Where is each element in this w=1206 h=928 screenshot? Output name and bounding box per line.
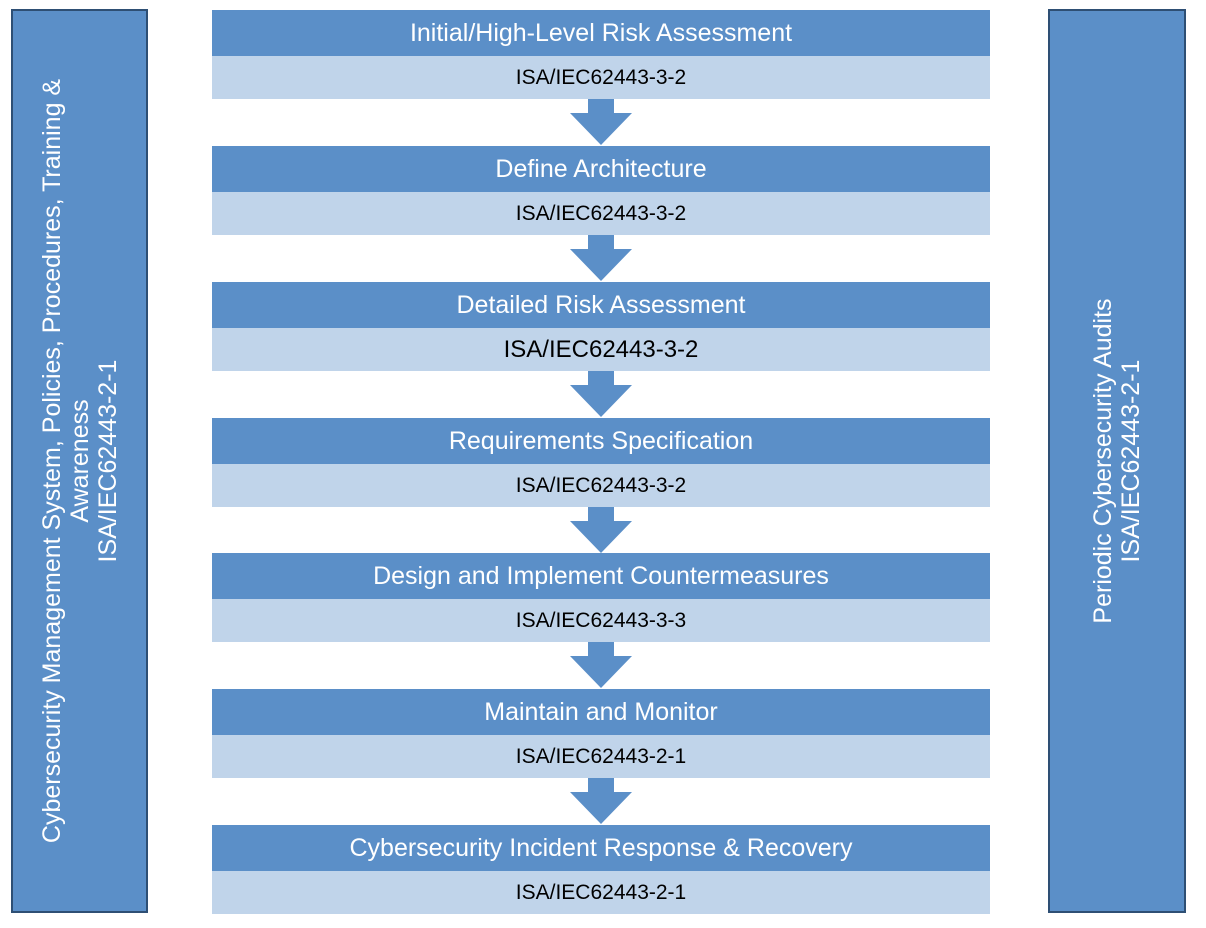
right-panel-line-2: ISA/IEC62443-2-1 [1117,359,1145,563]
step-title: Design and Implement Countermeasures [212,553,990,599]
step-maintain-monitor: Maintain and Monitor ISA/IEC62443-2-1 [212,689,990,778]
right-panel-text: Periodic Cybersecurity Audits ISA/IEC624… [1089,21,1145,901]
step-detailed-risk-assessment: Detailed Risk Assessment ISA/IEC62443-3-… [212,282,990,371]
down-arrow-icon [570,371,632,417]
step-standard: ISA/IEC62443-3-2 [212,328,990,371]
step-standard: ISA/IEC62443-3-3 [212,599,990,642]
down-arrow-icon [570,507,632,553]
left-panel-line-1: Cybersecurity Management System, Policie… [37,78,66,844]
step-standard: ISA/IEC62443-2-1 [212,871,990,914]
down-arrow-icon [570,99,632,145]
left-panel-line-2: Awareness [65,399,94,523]
step-title: Detailed Risk Assessment [212,282,990,328]
step-requirements-specification: Requirements Specification ISA/IEC62443-… [212,418,990,507]
step-title: Initial/High-Level Risk Assessment [212,10,990,56]
step-define-architecture: Define Architecture ISA/IEC62443-3-2 [212,146,990,235]
left-panel-management-system: Cybersecurity Management System, Policie… [11,9,148,913]
step-standard: ISA/IEC62443-3-2 [212,56,990,99]
right-panel-periodic-audits: Periodic Cybersecurity Audits ISA/IEC624… [1048,9,1186,913]
down-arrow-icon [570,235,632,281]
step-incident-response-recovery: Cybersecurity Incident Response & Recove… [212,825,990,914]
down-arrow-icon [570,642,632,688]
step-design-countermeasures: Design and Implement Countermeasures ISA… [212,553,990,642]
left-panel-text: Cybersecurity Management System, Policie… [38,21,122,901]
step-title: Maintain and Monitor [212,689,990,735]
left-panel-line-3: ISA/IEC62443-2-1 [93,359,122,563]
step-standard: ISA/IEC62443-3-2 [212,464,990,507]
step-standard: ISA/IEC62443-3-2 [212,192,990,235]
step-title: Cybersecurity Incident Response & Recove… [212,825,990,871]
right-panel-line-1: Periodic Cybersecurity Audits [1089,298,1117,624]
down-arrow-icon [570,778,632,824]
step-standard: ISA/IEC62443-2-1 [212,735,990,778]
step-title: Define Architecture [212,146,990,192]
step-title: Requirements Specification [212,418,990,464]
step-initial-risk-assessment: Initial/High-Level Risk Assessment ISA/I… [212,10,990,99]
